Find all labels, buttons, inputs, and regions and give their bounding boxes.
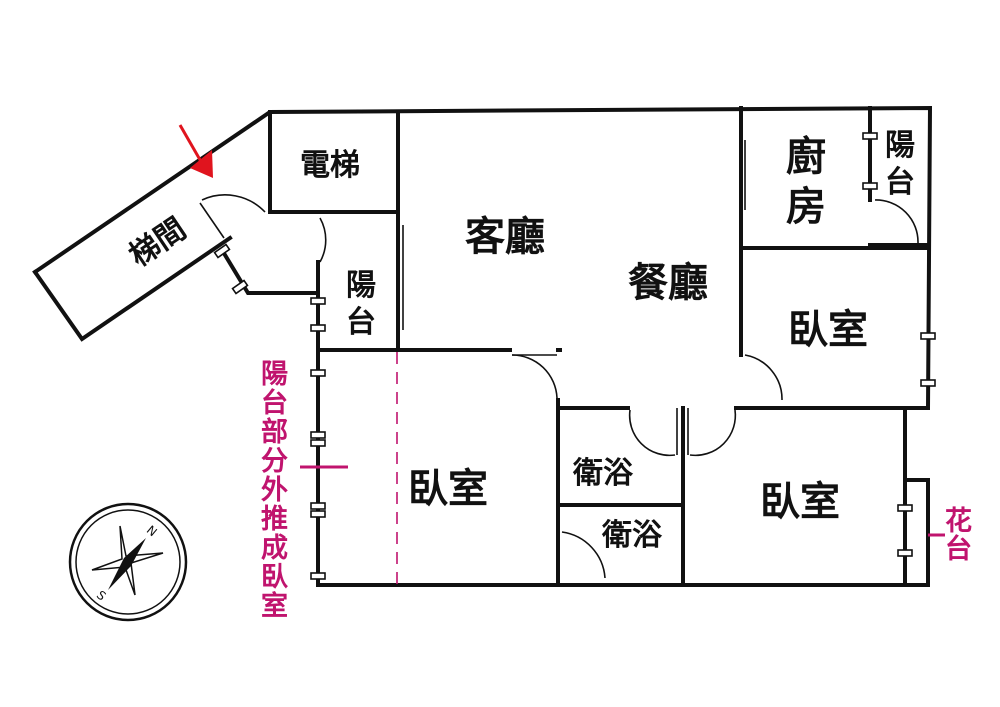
room-kitchen: 廚	[786, 134, 826, 180]
room-elevator: 電梯	[300, 148, 360, 183]
doors	[199, 140, 919, 579]
room-bedroom-left: 臥室	[408, 466, 488, 512]
balcony-note: 陽 台 部 分 外 推 成 臥 室	[261, 359, 288, 622]
svg-text:S: S	[94, 588, 109, 604]
svg-text:台: 台	[261, 387, 288, 419]
flower-bed-label: 台	[945, 533, 972, 565]
room-bedroom-upper-right: 臥室	[788, 307, 868, 353]
compass-icon: N S	[68, 502, 188, 622]
room-balcony-left: 台	[346, 305, 376, 340]
room-kitchen: 房	[786, 184, 826, 230]
svg-text:部: 部	[261, 416, 288, 448]
room-living: 客廳	[465, 214, 545, 260]
svg-text:室: 室	[261, 590, 288, 622]
room-balcony-left: 陽	[346, 268, 376, 303]
svg-text:外: 外	[261, 475, 288, 506]
entrance-arrow-icon	[178, 124, 213, 178]
svg-text:陽: 陽	[261, 359, 288, 390]
windows	[213, 132, 936, 580]
room-balcony-right: 陽	[885, 128, 915, 163]
room-bathroom: 衛浴	[601, 518, 663, 553]
room-bedroom-lower-right: 臥室	[760, 479, 840, 525]
flower-bed-label: 花	[945, 506, 972, 537]
svg-text:推: 推	[261, 504, 288, 535]
room-balcony-right: 台	[885, 165, 915, 200]
room-dining: 餐廳	[628, 260, 708, 306]
svg-text:分: 分	[261, 446, 288, 477]
room-stairwell: 梯間	[123, 211, 192, 274]
svg-text:N: N	[144, 523, 160, 539]
room-bathroom: 衛浴	[572, 456, 634, 491]
svg-text:成: 成	[261, 533, 288, 564]
svg-text:臥: 臥	[261, 562, 288, 593]
